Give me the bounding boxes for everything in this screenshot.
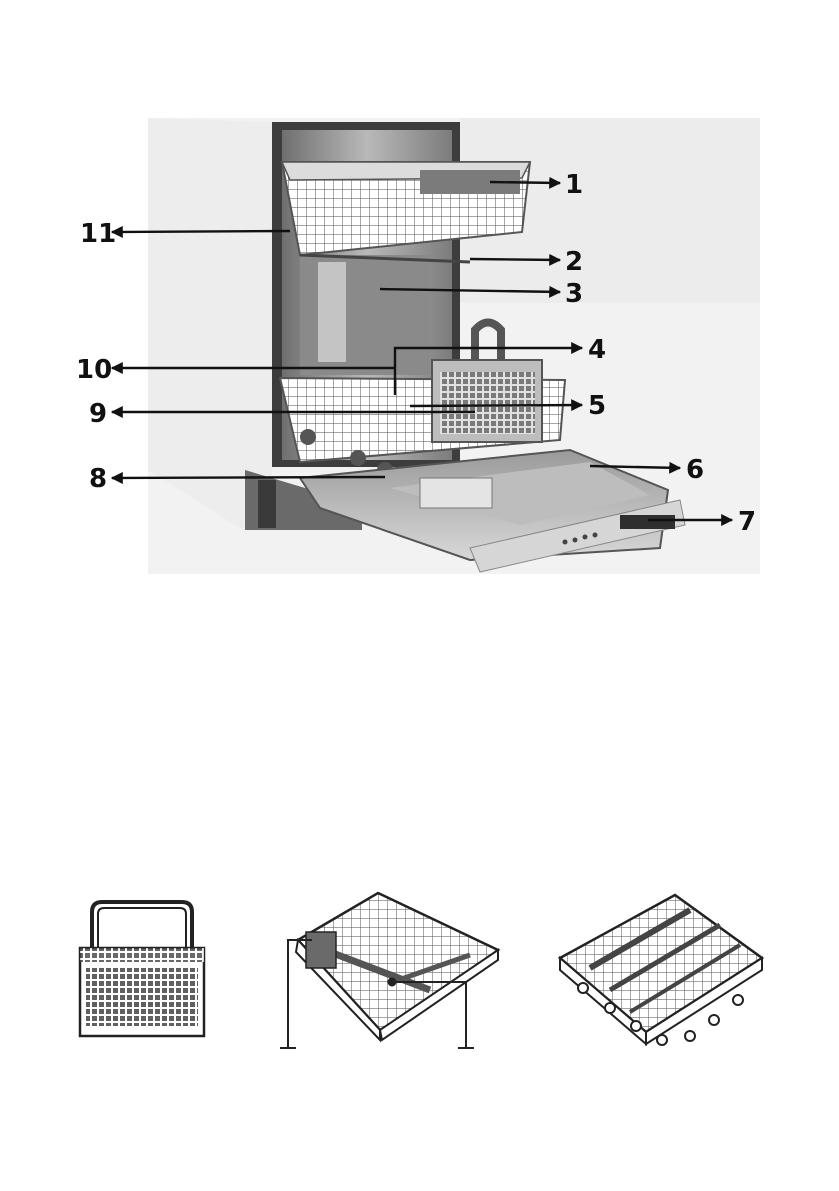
callout-label-3: 3	[565, 279, 583, 309]
callout-line-11	[112, 231, 290, 232]
lower-basket-icon	[560, 895, 762, 1045]
callout-line-8	[112, 477, 385, 478]
callout-label-7: 7	[738, 507, 756, 537]
callout-line-2	[470, 259, 560, 260]
callout-label-9: 9	[89, 399, 107, 429]
callout-line-5	[410, 405, 582, 406]
callout-label-2: 2	[565, 247, 583, 277]
callout-line-1	[490, 182, 560, 183]
callout-label-4: 4	[588, 335, 606, 365]
upper-basket-icon	[280, 893, 498, 1048]
callout-label-11: 11	[80, 219, 116, 249]
callout-label-10: 10	[76, 355, 112, 385]
callout-label-5: 5	[588, 391, 606, 421]
dishwasher-photo	[148, 118, 760, 574]
callout-label-8: 8	[89, 464, 107, 494]
callout-label-1: 1	[565, 170, 583, 200]
callout-label-6: 6	[686, 455, 704, 485]
cutlery-basket-icon	[80, 902, 204, 1036]
